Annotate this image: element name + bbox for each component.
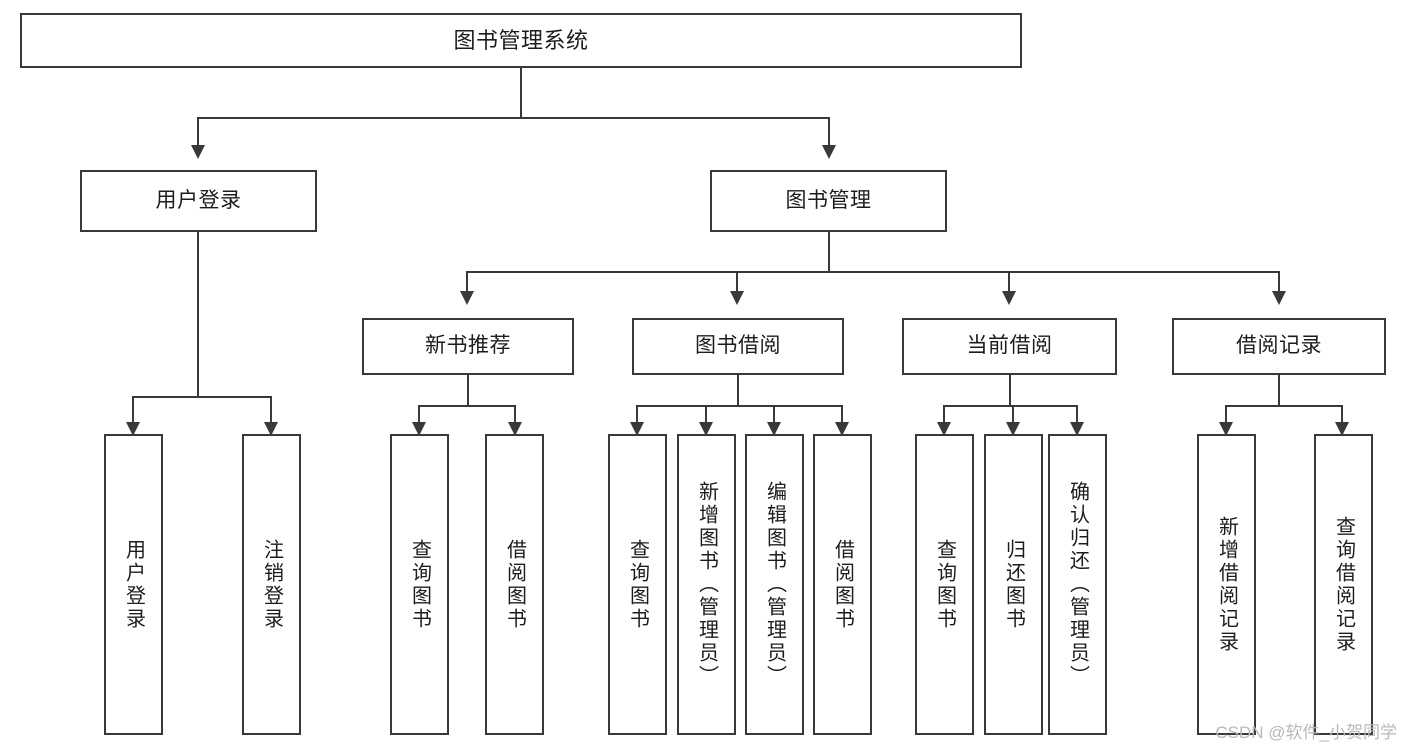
arrowhead-leaf-confirm-return	[1070, 422, 1084, 436]
arrowhead-user-login	[191, 145, 205, 159]
node-leaf-add-book[interactable]: 新增图书（管理员）	[677, 434, 736, 735]
node-leaf-add-record[interactable]: 新增借阅记录	[1197, 434, 1256, 735]
node-book-manage-label: 图书管理	[785, 188, 872, 212]
connector-user-login-bus	[132, 396, 272, 398]
connector-root-bus	[197, 117, 830, 119]
node-leaf-query-record-label: 查询借阅记录	[1332, 515, 1355, 654]
arrowhead-leaf-logout	[264, 422, 278, 436]
arrowhead-book-borrow	[730, 291, 744, 305]
node-book-borrow[interactable]: 图书借阅	[632, 318, 844, 375]
node-leaf-confirm-return[interactable]: 确认归还（管理员）	[1048, 434, 1107, 735]
node-leaf-query-book-1[interactable]: 查询图书	[390, 434, 449, 735]
node-leaf-user-login-label: 用户登录	[122, 538, 145, 631]
connector-book-borrow-to-leaf-3	[773, 405, 775, 424]
connector-book-borrow-bus	[636, 405, 842, 407]
connector-user-login-stem	[197, 232, 199, 398]
arrowhead-leaf-add-book	[699, 422, 713, 436]
node-leaf-query-book-2[interactable]: 查询图书	[608, 434, 667, 735]
arrowhead-leaf-add-record	[1219, 422, 1233, 436]
arrowhead-current-borrow	[1002, 291, 1016, 305]
node-leaf-edit-book-label: 编辑图书（管理员）	[763, 481, 786, 688]
connector-new-book-rec-stem	[467, 375, 469, 407]
arrowhead-leaf-query-record	[1335, 422, 1349, 436]
arrowhead-leaf-query-book-1	[412, 422, 426, 436]
node-leaf-return-book[interactable]: 归还图书	[984, 434, 1043, 735]
connector-user-login-to-leaf-2	[270, 396, 272, 424]
connector-book-borrow-to-leaf-4	[841, 405, 843, 424]
node-leaf-user-login[interactable]: 用户登录	[104, 434, 163, 735]
node-leaf-return-book-label: 归还图书	[1002, 538, 1025, 631]
connector-root-stem	[520, 68, 522, 117]
connector-user-login-to-leaf-1	[132, 396, 134, 424]
node-user-login[interactable]: 用户登录	[80, 170, 317, 232]
node-book-borrow-label: 图书借阅	[695, 334, 781, 358]
arrowhead-leaf-borrow-book-2	[835, 422, 849, 436]
arrowhead-leaf-edit-book	[767, 422, 781, 436]
connector-borrow-record-to-leaf-2	[1341, 405, 1343, 424]
connector-book-manage-to-current-borrow	[1008, 271, 1010, 293]
connector-book-borrow-to-leaf-1	[636, 405, 638, 424]
node-leaf-logout[interactable]: 注销登录	[242, 434, 301, 735]
connector-new-book-rec-to-leaf-2	[514, 405, 516, 424]
node-current-borrow[interactable]: 当前借阅	[902, 318, 1117, 375]
node-leaf-logout-label: 注销登录	[260, 538, 283, 631]
node-leaf-edit-book[interactable]: 编辑图书（管理员）	[745, 434, 804, 735]
connector-current-borrow-to-leaf-3	[1076, 405, 1078, 424]
arrowhead-book-manage	[822, 145, 836, 159]
connector-current-borrow-bus	[943, 405, 1077, 407]
connector-current-borrow-to-leaf-2	[1012, 405, 1014, 424]
connector-book-borrow-to-leaf-2	[705, 405, 707, 424]
node-book-manage[interactable]: 图书管理	[710, 170, 947, 232]
connector-root-to-user-login	[197, 117, 199, 147]
node-root-label: 图书管理系统	[453, 27, 589, 53]
connector-new-book-rec-to-leaf-1	[418, 405, 420, 424]
connector-book-manage-to-new-book-rec	[466, 271, 468, 293]
connector-book-manage-bus	[466, 271, 1280, 273]
node-new-book-rec[interactable]: 新书推荐	[362, 318, 574, 375]
node-leaf-borrow-book-1-label: 借阅图书	[503, 538, 526, 631]
connector-borrow-record-bus	[1225, 405, 1343, 407]
node-user-login-label: 用户登录	[155, 188, 242, 212]
node-leaf-borrow-book-2[interactable]: 借阅图书	[813, 434, 872, 735]
node-leaf-query-book-3-label: 查询图书	[933, 538, 956, 631]
connector-new-book-rec-bus	[418, 405, 516, 407]
arrowhead-leaf-borrow-book-1	[508, 422, 522, 436]
node-new-book-rec-label: 新书推荐	[425, 334, 511, 358]
node-root[interactable]: 图书管理系统	[20, 13, 1022, 68]
node-leaf-borrow-book-1[interactable]: 借阅图书	[485, 434, 544, 735]
node-leaf-add-book-label: 新增图书（管理员）	[695, 481, 718, 688]
arrowhead-leaf-user-login	[126, 422, 140, 436]
node-leaf-confirm-return-label: 确认归还（管理员）	[1066, 481, 1089, 688]
connector-book-manage-stem	[828, 232, 830, 272]
connector-book-manage-to-book-borrow	[736, 271, 738, 293]
arrowhead-leaf-query-book-3	[937, 422, 951, 436]
connector-borrow-record-to-leaf-1	[1225, 405, 1227, 424]
node-leaf-query-book-3[interactable]: 查询图书	[915, 434, 974, 735]
node-leaf-add-record-label: 新增借阅记录	[1215, 515, 1238, 654]
connector-borrow-record-stem	[1278, 375, 1280, 407]
node-leaf-borrow-book-2-label: 借阅图书	[831, 538, 854, 631]
arrowhead-new-book-rec	[460, 291, 474, 305]
node-borrow-record[interactable]: 借阅记录	[1172, 318, 1386, 375]
node-borrow-record-label: 借阅记录	[1236, 334, 1322, 358]
arrowhead-borrow-record	[1272, 291, 1286, 305]
node-current-borrow-label: 当前借阅	[966, 334, 1053, 358]
node-leaf-query-record[interactable]: 查询借阅记录	[1314, 434, 1373, 735]
connector-book-borrow-stem	[737, 375, 739, 407]
connector-book-manage-to-borrow-record	[1278, 271, 1280, 293]
arrowhead-leaf-return-book	[1006, 422, 1020, 436]
watermark-text: CSDN @软件_小贺同学	[1215, 723, 1397, 742]
node-leaf-query-book-1-label: 查询图书	[408, 538, 431, 631]
connector-current-borrow-to-leaf-1	[943, 405, 945, 424]
node-leaf-query-book-2-label: 查询图书	[626, 538, 649, 631]
connector-current-borrow-stem	[1009, 375, 1011, 407]
arrowhead-leaf-query-book-2	[630, 422, 644, 436]
connector-root-to-book-manage	[828, 117, 830, 147]
